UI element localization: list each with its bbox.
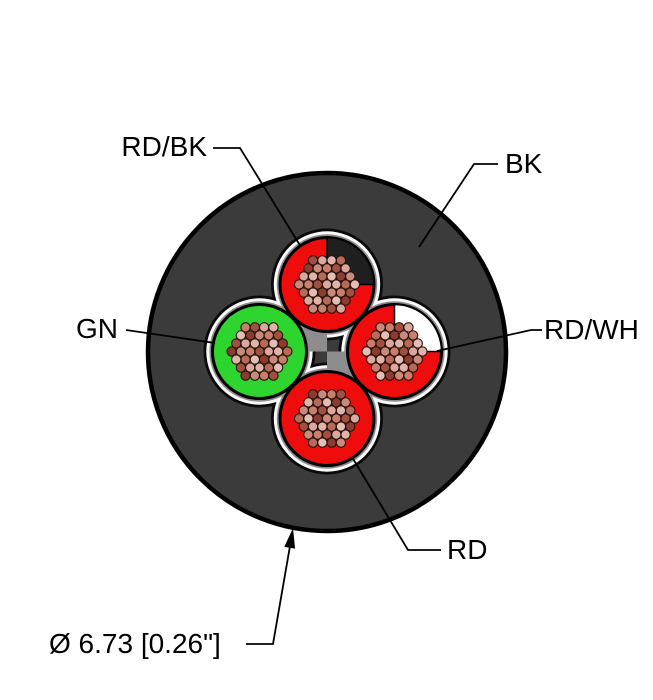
strands [361, 322, 428, 381]
strands [293, 255, 361, 314]
leader-diameter [246, 547, 291, 645]
label-rd-bk: RD/BK [121, 131, 207, 162]
conductor-left [211, 303, 308, 400]
leader-rd [351, 456, 441, 551]
conductor-right [346, 303, 443, 400]
label-bk: BK [505, 148, 543, 179]
label-rd: RD [447, 534, 488, 565]
leader-bk [418, 163, 498, 248]
strands [226, 322, 293, 381]
leader-rd-bk [213, 147, 302, 248]
conductor-bottom [278, 370, 376, 467]
strands [293, 389, 361, 448]
label-diameter: Ø 6.73 [0.26"] [49, 628, 221, 659]
diameter-arrowhead [284, 528, 296, 549]
conductor-top [278, 236, 376, 333]
label-gn: GN [76, 313, 118, 344]
label-rd-wh: RD/WH [544, 314, 639, 345]
leader-rd-wh [436, 329, 542, 352]
leader-gn [125, 329, 216, 344]
